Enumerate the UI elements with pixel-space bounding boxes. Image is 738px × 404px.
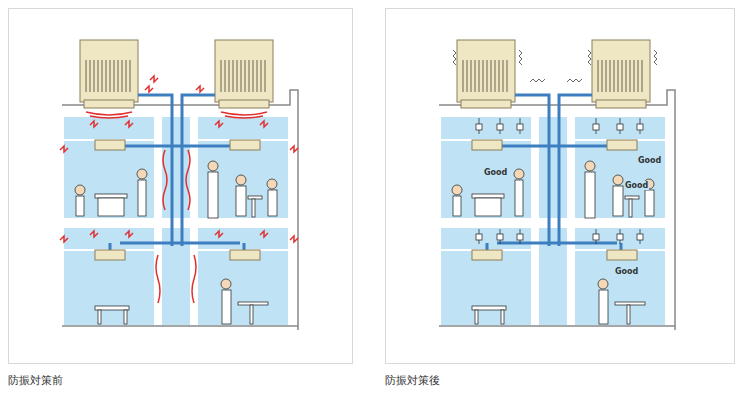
hanger-symbols [476, 118, 643, 244]
vibration-marks [60, 76, 298, 303]
building-before [62, 40, 298, 330]
good-label: Good [637, 156, 662, 165]
panel-frame: 防振対策後 [385, 8, 735, 364]
good-label: Good [483, 168, 508, 177]
panel-frame: 防振対策前 [8, 8, 353, 364]
isolation-marks [453, 50, 657, 82]
building-after [439, 40, 675, 330]
good-label: Good [614, 267, 639, 276]
panel-caption: 防振対策前 [8, 373, 63, 388]
good-label: Good [624, 181, 649, 190]
panel-caption: 防振対策後 [385, 373, 440, 388]
